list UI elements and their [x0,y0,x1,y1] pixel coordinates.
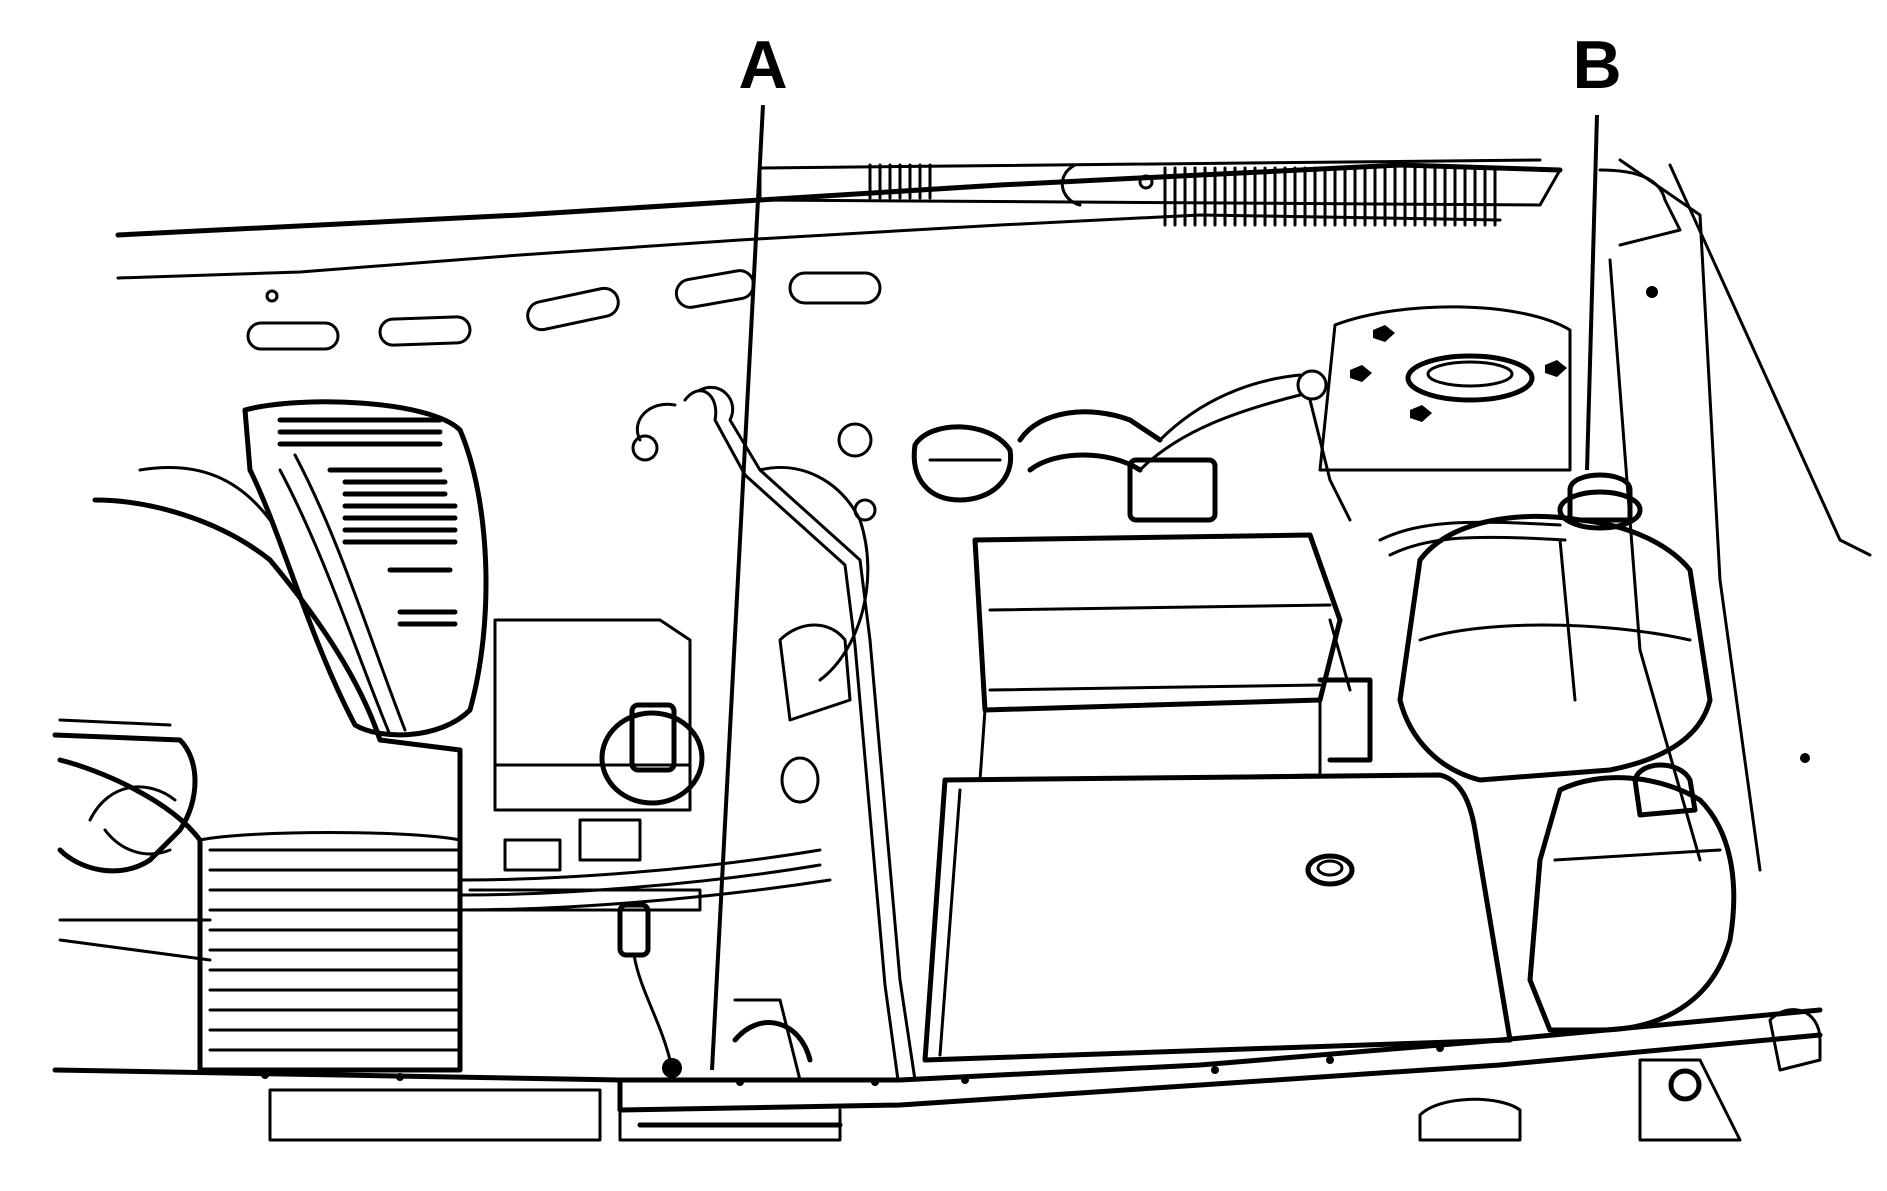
air-cleaner-housing [242,399,489,738]
callout-b-leader [1585,114,1599,471]
callout-b: B [1572,27,1622,471]
washer-fluid-cap [911,424,1014,503]
right-fender [1598,158,1872,872]
front-radiator-support [52,1007,1823,1142]
callout-a-label: A [738,27,787,103]
battery-harness [1017,369,1352,523]
cowl-panel [115,158,1563,303]
strut-tower [1318,305,1572,472]
power-steering-reservoir [1527,762,1737,1033]
brake-master-cylinder [732,465,870,1082]
cowl-vent-left [868,163,932,200]
callout-a: A [710,27,788,1071]
battery [922,772,1513,1063]
coolant-reservoir [1378,472,1713,783]
left-engine-side [52,718,212,962]
brake-lines [631,385,917,1082]
cowl-vent-right [1163,166,1497,227]
fuse-box [468,618,705,912]
wire-harness [458,848,832,1078]
intake-duct [57,465,463,1073]
air-cleaner-label-lines [277,417,458,627]
callout-b-label: B [1572,27,1621,103]
battery-cover [972,532,1373,782]
callout-a-leader [710,104,765,1071]
upper-crossmember [246,269,882,351]
